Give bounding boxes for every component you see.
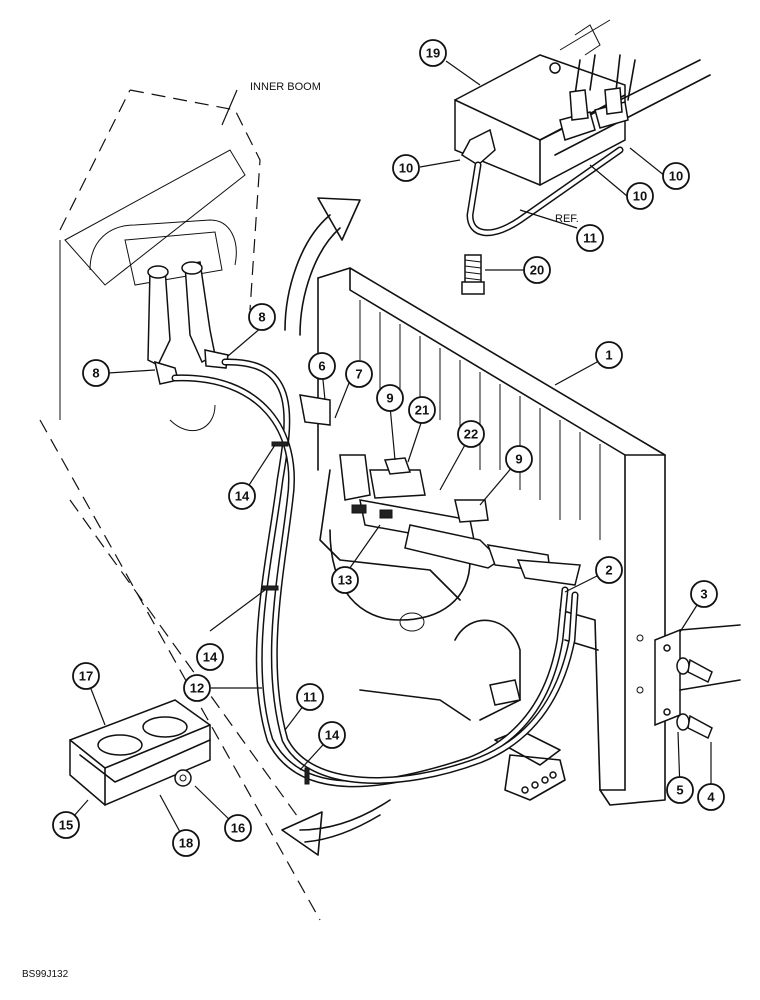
- svg-text:10: 10: [633, 189, 647, 204]
- swing-arrows: [281, 197, 391, 856]
- callout-16: 16: [224, 814, 252, 842]
- callout-9b: 9: [505, 445, 533, 473]
- svg-text:14: 14: [325, 728, 340, 743]
- callout-22: 22: [457, 420, 485, 448]
- ref-label: REF.: [555, 213, 579, 225]
- svg-text:3: 3: [700, 587, 707, 602]
- callout-6: 6: [308, 352, 336, 380]
- callout-2: 2: [595, 556, 623, 584]
- svg-text:21: 21: [415, 403, 429, 418]
- svg-text:6: 6: [318, 359, 325, 374]
- inner-boom-outline: [39, 89, 321, 921]
- svg-text:10: 10: [669, 169, 683, 184]
- callout-8a: 8: [82, 359, 110, 387]
- callout-13: 13: [331, 566, 359, 594]
- callout-20: 20: [523, 256, 551, 284]
- svg-text:8: 8: [92, 366, 99, 381]
- hydraulic-cylinder: [299, 394, 581, 586]
- valve-block-detail: [454, 19, 711, 295]
- svg-text:18: 18: [179, 836, 193, 851]
- callout-3: 3: [690, 580, 718, 608]
- callout-10c: 10: [626, 182, 654, 210]
- svg-text:10: 10: [399, 161, 413, 176]
- callout-15: 15: [52, 811, 80, 839]
- callout-17: 17: [72, 662, 100, 690]
- callout-7: 7: [345, 360, 373, 388]
- callout-14a: 14: [228, 482, 256, 510]
- callout-4: 4: [697, 783, 725, 811]
- callout-14c: 14: [318, 721, 346, 749]
- hoses: [171, 358, 579, 788]
- svg-text:15: 15: [59, 818, 73, 833]
- boom-fittings: [147, 261, 229, 385]
- svg-text:7: 7: [355, 367, 362, 382]
- svg-text:8: 8: [258, 310, 265, 325]
- callout-14b: 14: [196, 643, 224, 671]
- callout-1: 1: [595, 341, 623, 369]
- svg-text:12: 12: [190, 681, 204, 696]
- callout-11b: 11: [296, 683, 324, 711]
- callout-12: 12: [183, 674, 211, 702]
- svg-text:1: 1: [605, 348, 612, 363]
- svg-text:22: 22: [464, 427, 478, 442]
- svg-text:9: 9: [515, 452, 522, 467]
- callout-8b: 8: [248, 303, 276, 331]
- callout-10a: 10: [392, 154, 420, 182]
- svg-text:11: 11: [583, 231, 597, 246]
- svg-text:5: 5: [676, 783, 683, 798]
- plate-hardware: [636, 624, 741, 740]
- callout-18: 18: [172, 829, 200, 857]
- callout-21: 21: [408, 396, 436, 424]
- svg-text:14: 14: [235, 489, 250, 504]
- hose-clamp: [69, 699, 211, 806]
- mounting-panel: [317, 267, 666, 806]
- svg-text:9: 9: [386, 391, 393, 406]
- callout-5: 5: [666, 776, 694, 804]
- svg-text:4: 4: [707, 790, 715, 805]
- svg-text:14: 14: [203, 650, 218, 665]
- svg-text:19: 19: [426, 46, 440, 61]
- callout-10b: 10: [662, 162, 690, 190]
- svg-text:2: 2: [605, 563, 612, 578]
- callout-9a: 9: [376, 384, 404, 412]
- callout-11a: 11: [576, 224, 604, 252]
- svg-text:17: 17: [79, 669, 93, 684]
- svg-text:13: 13: [338, 573, 352, 588]
- inner-boom-label: INNER BOOM: [250, 81, 321, 93]
- svg-text:20: 20: [530, 263, 544, 278]
- svg-text:16: 16: [231, 821, 245, 836]
- figure-code: BS99J132: [22, 969, 69, 980]
- callout-19: 19: [419, 39, 447, 67]
- svg-text:11: 11: [303, 690, 317, 705]
